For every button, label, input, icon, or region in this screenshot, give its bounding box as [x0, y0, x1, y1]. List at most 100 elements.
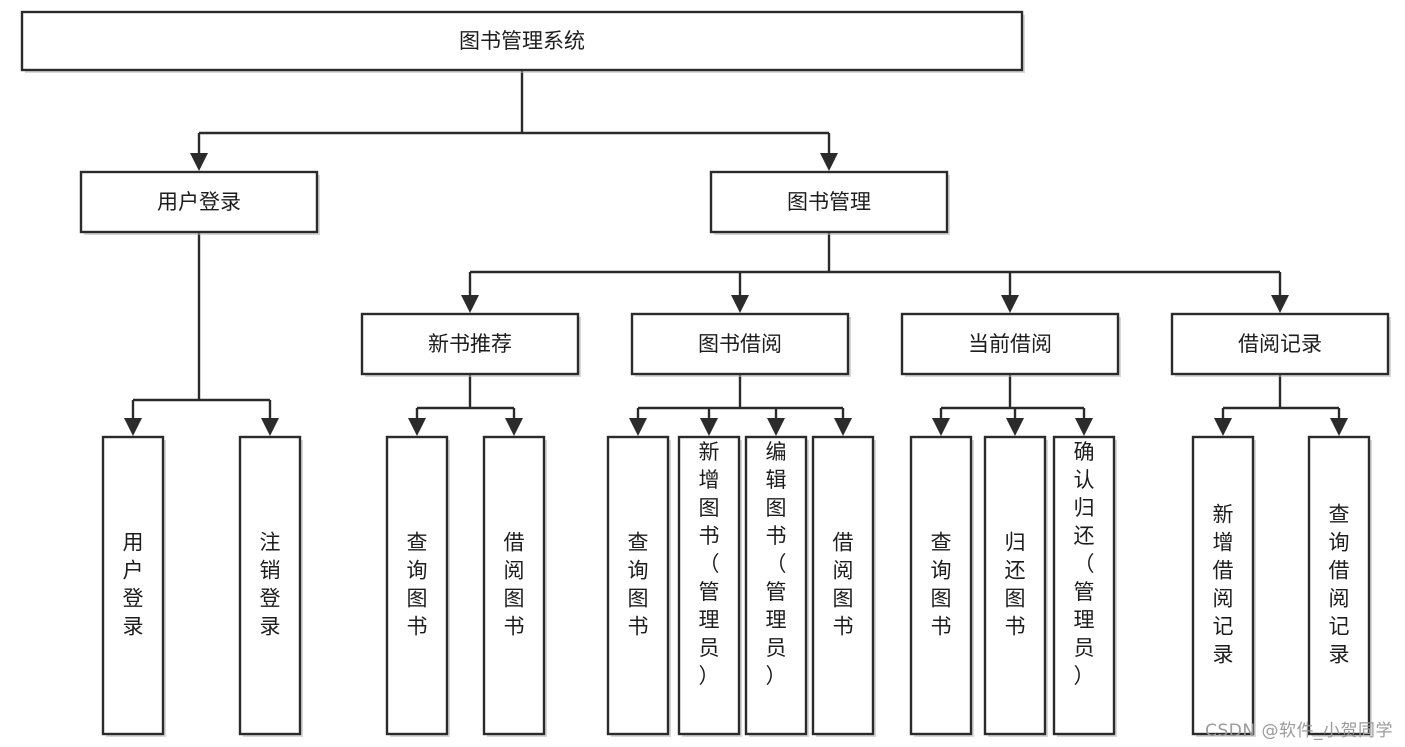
edge-group-current-borrow — [932, 374, 1093, 436]
label-char: 管 — [1074, 580, 1095, 604]
arrow-head-icon — [1075, 418, 1093, 436]
node-rect[interactable] — [1170, 312, 1390, 376]
arrow-head-icon — [1006, 418, 1024, 436]
node-rect[interactable] — [1191, 435, 1255, 736]
connectors-layer — [124, 70, 1348, 436]
label-char: 归 — [1005, 531, 1026, 555]
node-rect[interactable] — [101, 435, 165, 736]
node-label: 新书推荐 — [428, 332, 512, 356]
node-rect[interactable] — [744, 435, 808, 736]
arrow-head-icon — [629, 418, 647, 436]
node-rect[interactable] — [360, 312, 580, 376]
arrow-head-icon — [408, 418, 426, 436]
label-char: 借 — [504, 531, 525, 555]
node-rect[interactable] — [983, 435, 1047, 736]
label-char: 编 — [766, 440, 787, 464]
label-char: 归 — [1074, 496, 1095, 520]
label-char: 询 — [931, 559, 952, 583]
node-leaf-user-login[interactable]: 用户登录 — [101, 435, 166, 737]
label-char: 询 — [628, 559, 649, 583]
node-root[interactable]: 图书管理系统 — [20, 10, 1025, 73]
label-char: 录 — [123, 615, 144, 639]
label-char: 书 — [699, 524, 720, 548]
node-rect[interactable] — [900, 312, 1120, 376]
node-user-login[interactable]: 用户登录 — [79, 170, 320, 235]
edge-group-book-borrow — [629, 374, 852, 436]
node-rect[interactable] — [630, 312, 850, 376]
label-char: 书 — [766, 524, 787, 548]
label-char: 理 — [1074, 608, 1095, 632]
node-label: 用户登录 — [157, 190, 241, 214]
node-new-book-recommend[interactable]: 新书推荐 — [360, 312, 581, 377]
label-char: 阅 — [833, 559, 854, 583]
node-label: 当前借阅 — [968, 332, 1052, 356]
node-book-borrow[interactable]: 图书借阅 — [630, 312, 851, 377]
label-char: 管 — [699, 580, 720, 604]
label-char: 管 — [766, 580, 787, 604]
node-rect[interactable] — [238, 435, 302, 736]
label-char: 询 — [1329, 531, 1350, 555]
label-char: 还 — [1074, 524, 1095, 548]
node-rect[interactable] — [1052, 435, 1116, 736]
node-label: 图书借阅 — [698, 332, 782, 356]
label-char: 书 — [504, 615, 525, 639]
label-char: ） — [766, 664, 787, 688]
label-char: 借 — [1329, 559, 1350, 583]
label-char: 辑 — [766, 468, 787, 492]
arrow-head-icon — [1214, 418, 1232, 436]
edge-group-root — [190, 70, 838, 171]
node-current-borrow[interactable]: 当前借阅 — [900, 312, 1121, 377]
node-rect[interactable] — [1307, 435, 1371, 736]
node-rect[interactable] — [79, 170, 319, 234]
node-rect[interactable] — [909, 435, 973, 736]
node-rect[interactable] — [677, 435, 741, 736]
node-rect[interactable] — [811, 435, 875, 736]
label-char: 注 — [260, 531, 281, 555]
label-char: （ — [699, 552, 720, 576]
label-char: 录 — [260, 615, 281, 639]
edge-group-user-login — [124, 232, 279, 436]
node-borrow-records[interactable]: 借阅记录 — [1170, 312, 1391, 377]
arrow-head-icon — [700, 418, 718, 436]
label-char: 书 — [1005, 615, 1026, 639]
label-char: 增 — [1213, 531, 1234, 555]
edge-group-borrow-records — [1214, 374, 1348, 436]
node-rect[interactable] — [385, 435, 449, 736]
node-rect[interactable] — [709, 170, 949, 234]
label-char: 销 — [260, 559, 281, 583]
label-char: 阅 — [1213, 587, 1234, 611]
label-char: 户 — [123, 559, 144, 583]
label-char: ） — [1074, 664, 1095, 688]
node-book-management[interactable]: 图书管理 — [709, 170, 950, 235]
node-rect[interactable] — [20, 10, 1024, 72]
arrow-head-icon — [820, 153, 838, 171]
label-char: 录 — [1213, 643, 1234, 667]
node-rect[interactable] — [606, 435, 670, 736]
label-char: 新 — [699, 440, 720, 464]
node-rect[interactable] — [482, 435, 546, 736]
label-char: （ — [1074, 552, 1095, 576]
